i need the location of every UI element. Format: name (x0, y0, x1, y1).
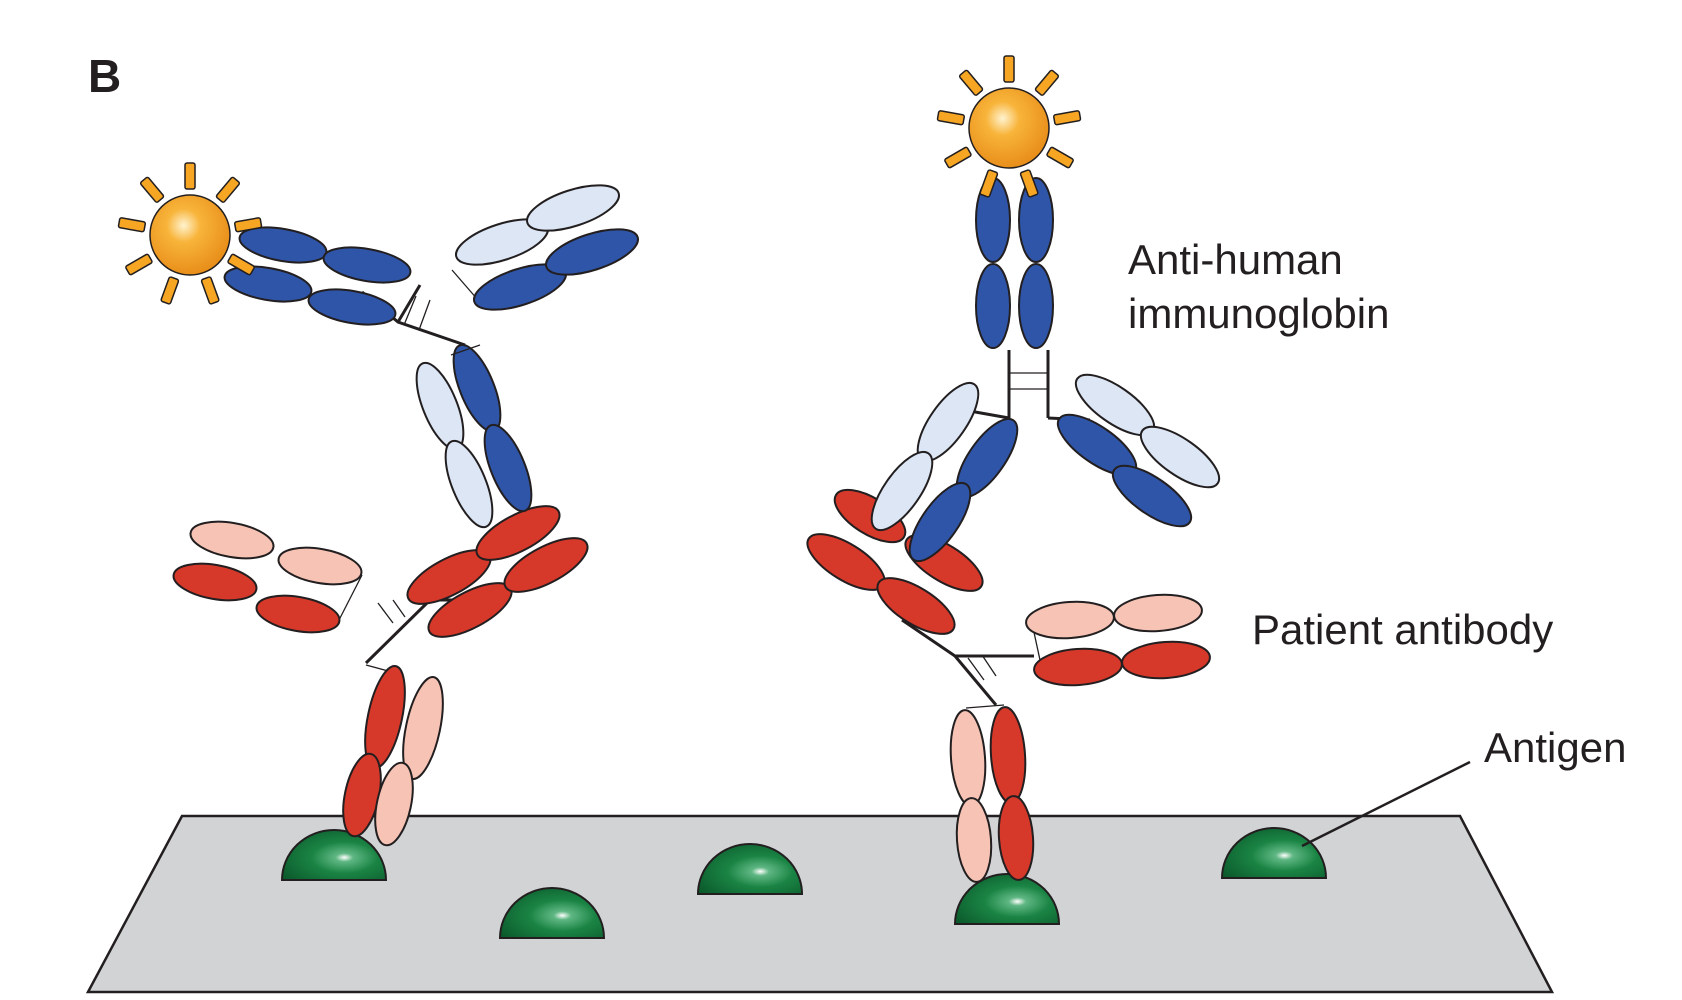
anti-human-label-line2: immunoglobin (1128, 290, 1389, 337)
antigen-label: Antigen (1484, 724, 1626, 771)
patient-antibody-label: Patient antibody (1252, 606, 1553, 653)
antigen-dome-icon (696, 843, 804, 895)
label-tag-sun-icon (936, 55, 1082, 198)
right-antibody-complex (806, 55, 1221, 883)
antigen-dome-icon (280, 829, 388, 881)
patient-antibody-right (806, 488, 1211, 883)
panel-label: B (88, 50, 121, 102)
left-antibody-complex (117, 162, 639, 847)
anti-human-label-line1: Anti-human (1128, 236, 1343, 283)
antigen-dome-icon (1220, 827, 1328, 879)
antigen-dome-icon (498, 887, 606, 939)
patient-antibody-left (172, 505, 589, 847)
antigen-leader-line (1301, 760, 1471, 848)
anti-human-igg-right (870, 177, 1221, 563)
antigen-group (280, 827, 1328, 939)
label-tag-sun-icon (117, 162, 263, 305)
solid-phase-surface (85, 814, 1555, 994)
anti-human-igg-left (223, 184, 639, 529)
